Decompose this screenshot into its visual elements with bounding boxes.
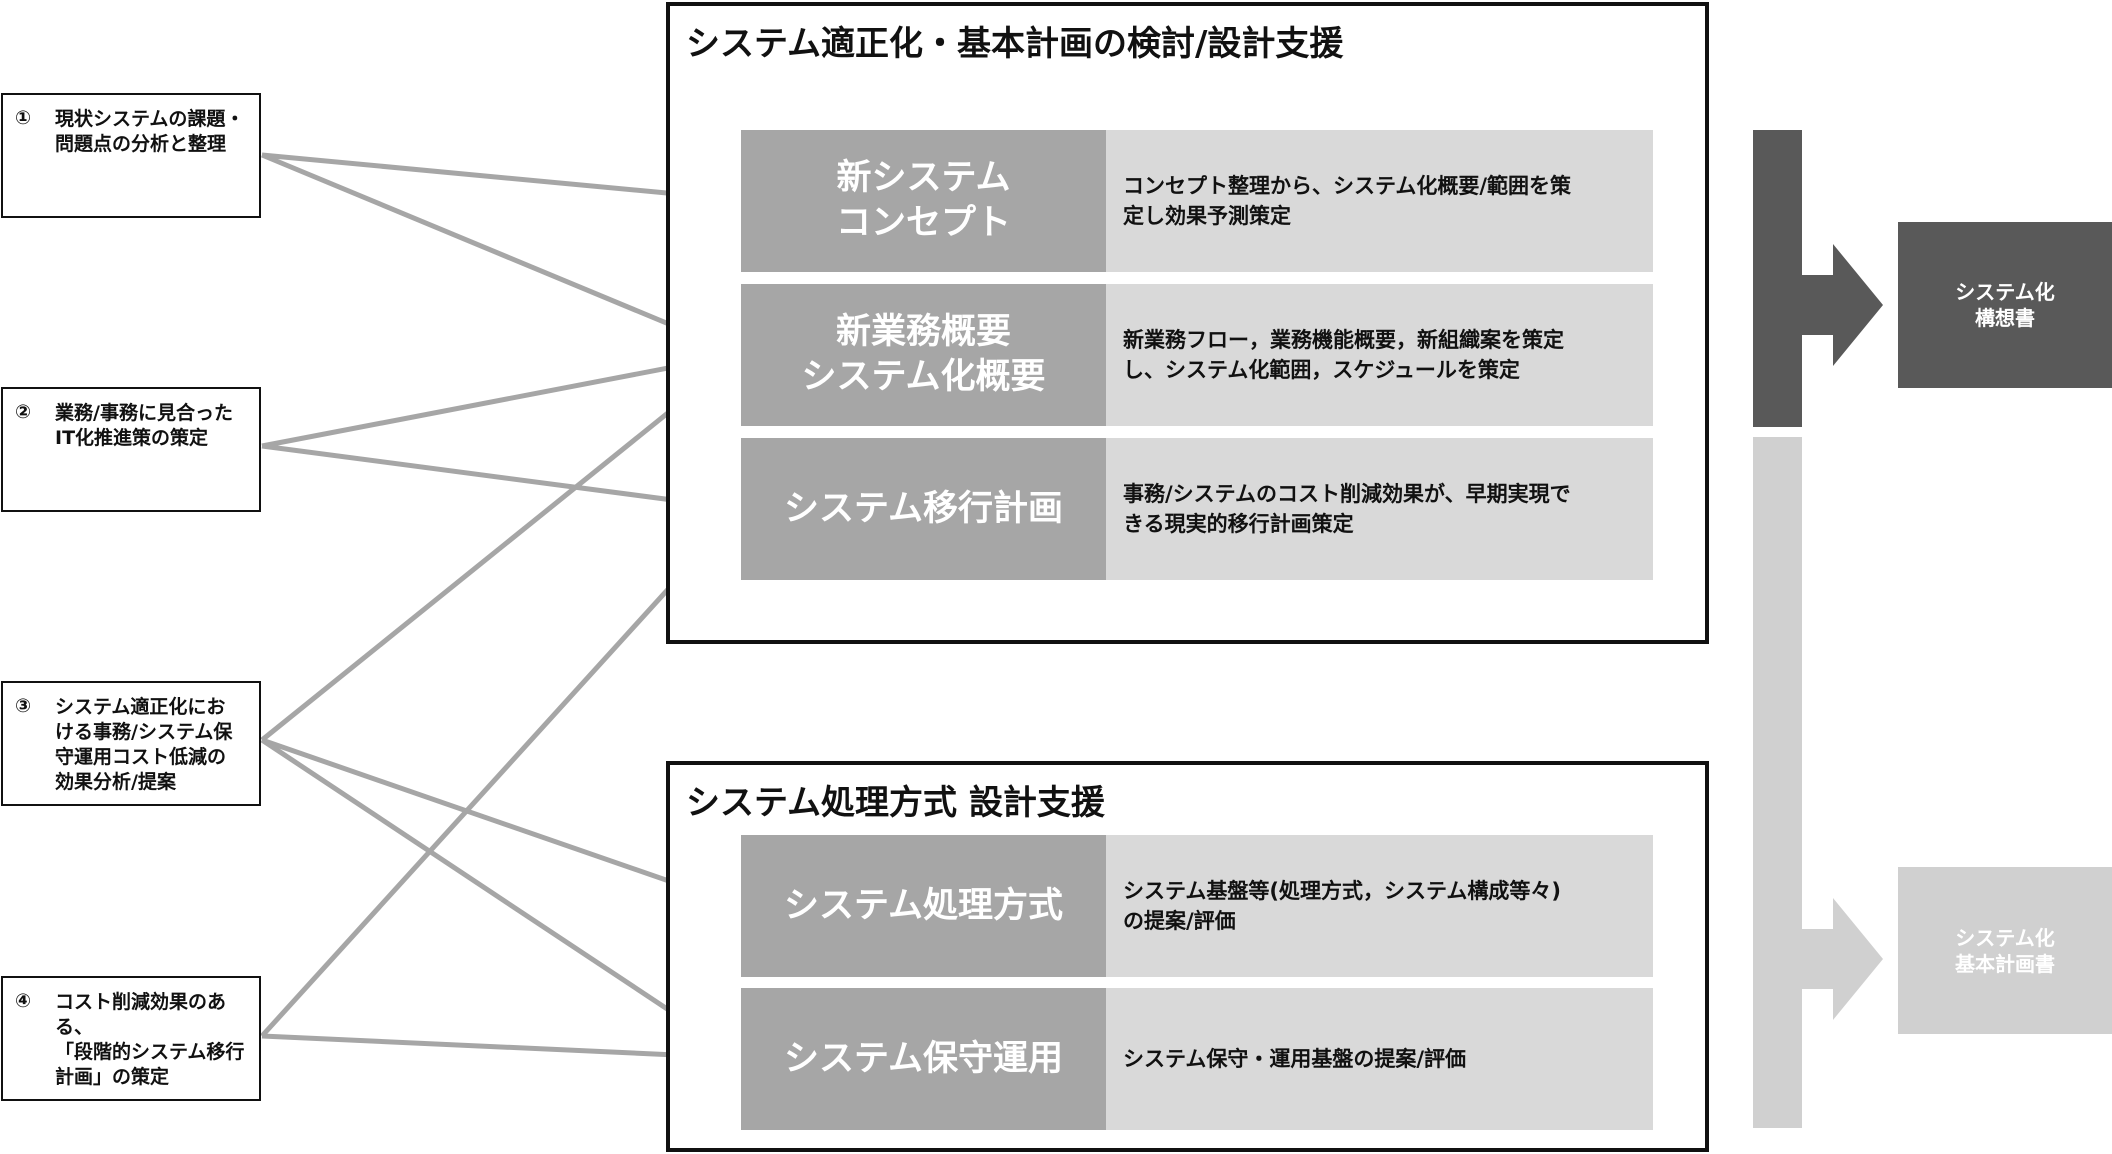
row-label: 新システム コンセプト (741, 130, 1106, 272)
row-description: システム保守・運用基盤の提案/評価 (1106, 988, 1653, 1130)
row-business-overview: 新業務概要 システム化概要 新業務フロー，業務機能概要，新組織案を策定 し、シス… (741, 284, 1653, 426)
connector-3-to-maintenance (260, 737, 746, 1061)
connector-1-to-overview (261, 152, 746, 360)
input-number: ① (15, 107, 32, 129)
row-description: 新業務フロー，業務機能概要，新組織案を策定 し、システム化範囲，スケジュールを策… (1106, 284, 1653, 426)
dark-bracket-arrow (1753, 130, 1883, 427)
row-label: システム処理方式 (741, 835, 1106, 977)
input-number: ③ (15, 695, 32, 717)
connector-3-to-overview (260, 350, 745, 742)
connector-4-to-migration (260, 505, 745, 1038)
row-label: システム移行計画 (741, 438, 1106, 580)
connector-1-to-concept (261, 152, 746, 217)
light-bracket-arrow (1753, 437, 1883, 1128)
section-title: システム適正化・基本計画の検討/設計支援 (686, 24, 1344, 64)
connector-2-to-overview (261, 340, 746, 449)
row-description: 事務/システムのコスト削減効果が、早期実現で きる現実的移行計画策定 (1106, 438, 1653, 580)
input-text: 現状システムの課題・ 問題点の分析と整理 (55, 108, 245, 155)
input-text: 業務/事務に見合った IT化推進策の策定 (55, 402, 233, 449)
connector-3-to-processing (261, 737, 746, 914)
connector-2-to-migration (261, 443, 746, 525)
output-basic-plan-document: システム化 基本計画書 (1898, 867, 2112, 1034)
input-number: ② (15, 401, 32, 423)
input-text: システム適正化にお ける事務/システム保 守運用コスト低減の 効果分析/提案 (55, 696, 233, 793)
connector-4-to-maintenance (261, 1033, 746, 1077)
row-processing-method: システム処理方式 システム基盤等(処理方式，システム構成等々) の提案/評価 (741, 835, 1653, 977)
section-title: システム処理方式 設計支援 (686, 783, 1105, 823)
input-number: ④ (15, 990, 32, 1012)
input-box-2: ② 業務/事務に見合った IT化推進策の策定 (1, 387, 261, 512)
row-description: コンセプト整理から、システム化概要/範囲を策 定し効果予測策定 (1106, 130, 1653, 272)
input-text: コスト削減効果のある、 「段階的システム移行 計画」の策定 (55, 991, 245, 1088)
row-new-system-concept: 新システム コンセプト コンセプト整理から、システム化概要/範囲を策 定し効果予… (741, 130, 1653, 272)
row-maintenance: システム保守運用 システム保守・運用基盤の提案/評価 (741, 988, 1653, 1130)
output-concept-document: システム化 構想書 (1898, 222, 2112, 388)
row-migration-plan: システム移行計画 事務/システムのコスト削減効果が、早期実現で きる現実的移行計… (741, 438, 1653, 580)
row-label: 新業務概要 システム化概要 (741, 284, 1106, 426)
row-description: システム基盤等(処理方式，システム構成等々) の提案/評価 (1106, 835, 1653, 977)
input-box-3: ③ システム適正化にお ける事務/システム保 守運用コスト低減の 効果分析/提案 (1, 681, 261, 806)
input-box-1: ① 現状システムの課題・ 問題点の分析と整理 (1, 93, 261, 218)
row-label: システム保守運用 (741, 988, 1106, 1130)
input-box-4: ④ コスト削減効果のある、 「段階的システム移行 計画」の策定 (1, 976, 261, 1101)
